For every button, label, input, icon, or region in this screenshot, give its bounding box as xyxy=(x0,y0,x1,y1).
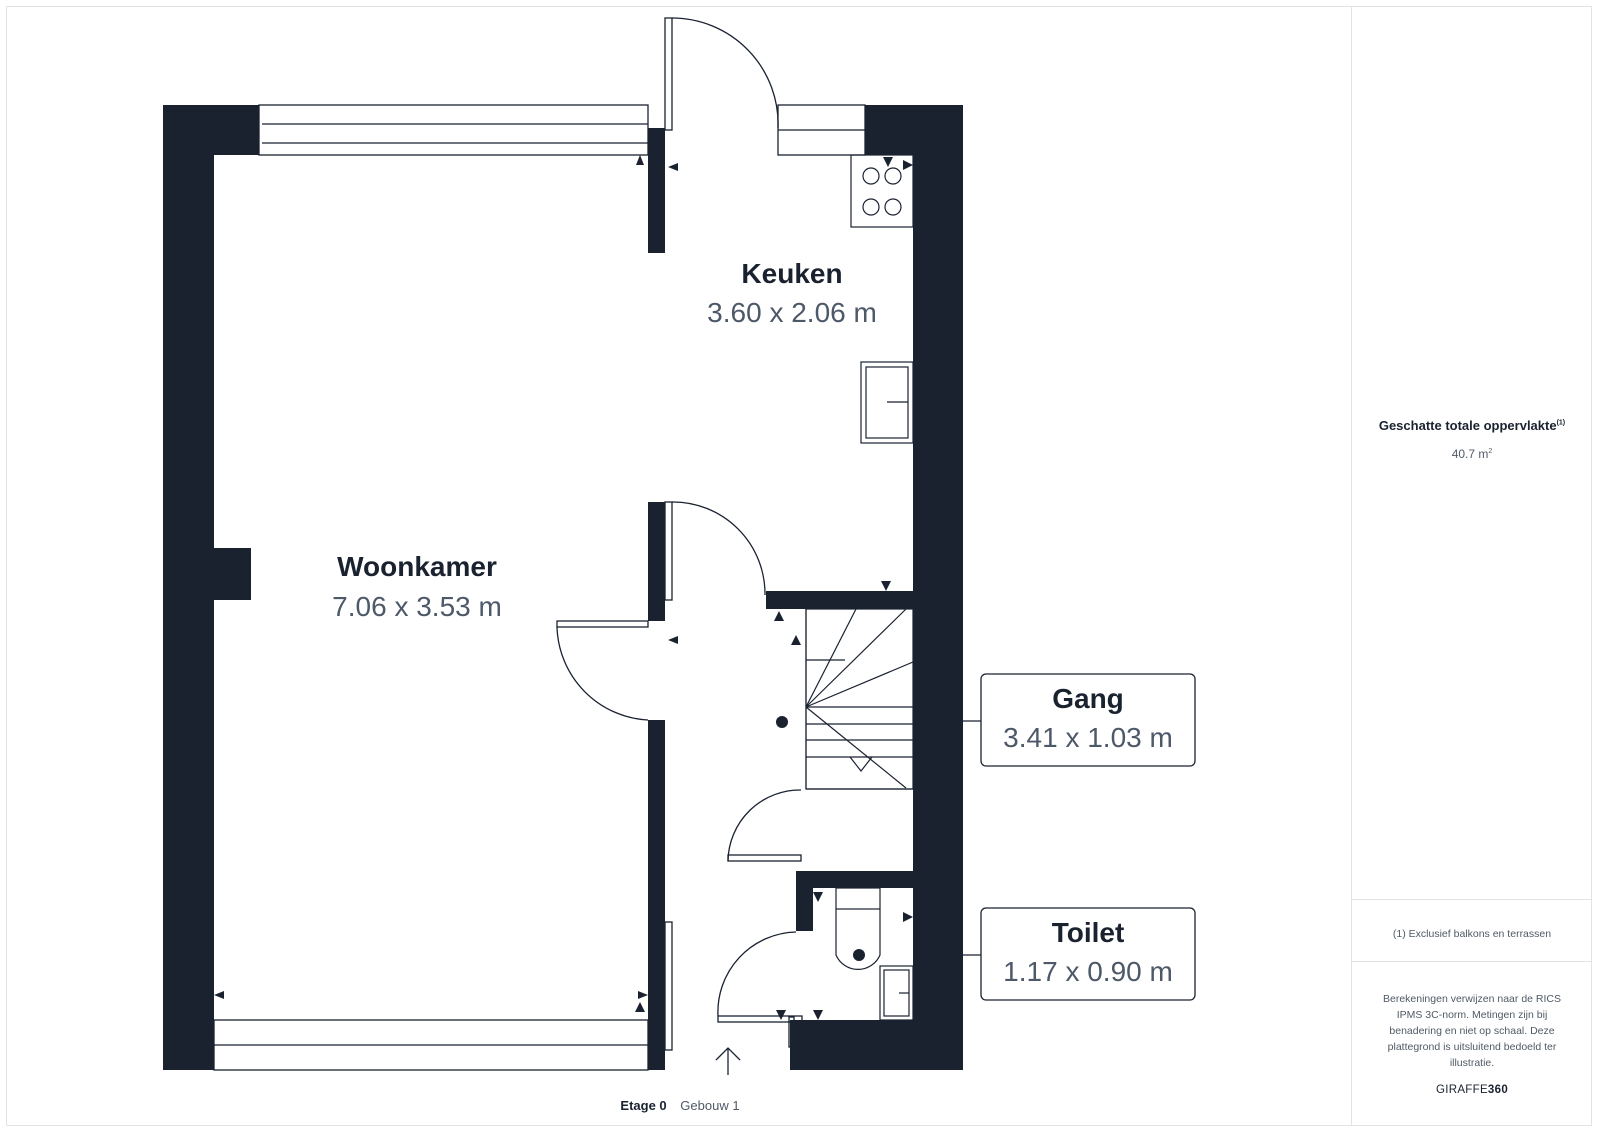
building-name: Gebouw 1 xyxy=(680,1098,740,1113)
room-dims-toilet: 1.17 x 0.90 m xyxy=(1003,956,1173,987)
page-frame xyxy=(6,6,1592,1126)
disclaimer: Berekeningen verwijzen naar de RICS IPMS… xyxy=(1382,993,1561,1069)
info-sidebar: Geschatte totale oppervlakte(1) 40.7 m2 … xyxy=(1351,6,1592,1126)
room-dims-keuken: 3.60 x 2.06 m xyxy=(707,297,877,328)
stairs xyxy=(805,608,914,790)
doors xyxy=(556,17,803,1051)
callout-lines xyxy=(963,720,981,956)
area-unit-superscript: 2 xyxy=(1488,448,1493,455)
windows xyxy=(213,104,866,1071)
room-name-keuken: Keuken xyxy=(741,258,842,289)
footnote: (1) Exclusief balkons en terrassen xyxy=(1392,928,1552,940)
gang-label-box xyxy=(980,673,1196,767)
measure-ticks xyxy=(214,155,913,1020)
brand-name: GIRAFFE xyxy=(1435,1084,1488,1096)
room-dims-woonkamer: 7.06 x 3.53 m xyxy=(332,591,502,622)
floor-level: Etage 0 xyxy=(620,1098,667,1113)
total-area-title: Geschatte totale oppervlakte(1) xyxy=(1352,418,1592,433)
toilet-label-box xyxy=(980,907,1196,1001)
entrance-arrow xyxy=(715,1047,741,1075)
total-area-note-ref: (1) xyxy=(1556,419,1566,427)
total-area-value: 40.7 m2 xyxy=(1352,447,1592,461)
brand-number: 360 xyxy=(1487,1084,1509,1096)
brand-logo: GIRAFFE360 xyxy=(1352,1084,1592,1096)
floor-label: Etage 0 Gebouw 1 xyxy=(560,1098,800,1113)
room-name-gang: Gang xyxy=(1052,683,1124,714)
room-name-woonkamer: Woonkamer xyxy=(337,551,497,582)
stair-start-dot xyxy=(776,716,788,728)
walls xyxy=(163,105,963,1070)
room-name-toilet: Toilet xyxy=(1052,917,1125,948)
floor-plan: Keuken 3.60 x 2.06 m Woonkamer 7.06 x 3.… xyxy=(163,17,1196,1075)
toilet-fixtures xyxy=(835,887,914,1021)
room-dims-gang: 3.41 x 1.03 m xyxy=(1003,722,1173,753)
total-area-title-text: Geschatte totale oppervlakte xyxy=(1378,418,1557,433)
sidebar-divider-2 xyxy=(1352,961,1592,962)
total-area-number: 40.7 m xyxy=(1451,447,1489,461)
toilet-dot xyxy=(853,949,865,961)
sidebar-divider-1 xyxy=(1352,899,1592,900)
kitchen-fixtures xyxy=(850,154,914,444)
